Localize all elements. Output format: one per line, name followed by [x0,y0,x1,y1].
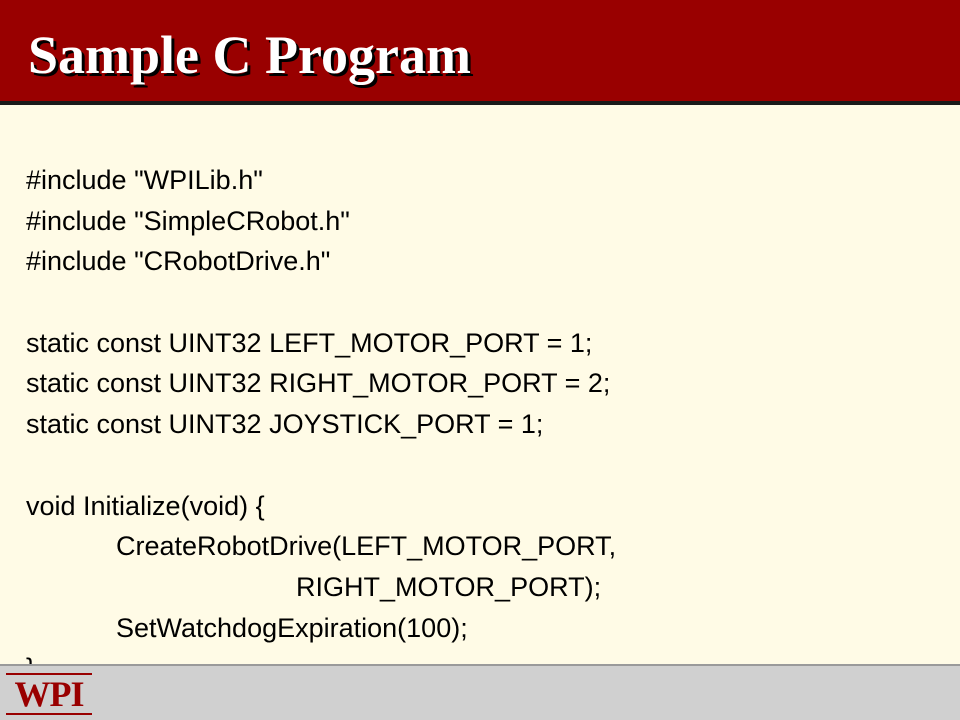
code-line [26,282,936,323]
code-line: SetWatchdogExpiration(100); [26,612,468,643]
code-line: CreateRobotDrive(LEFT_MOTOR_PORT, [26,531,617,562]
code-line: #include "SimpleCRobot.h" [26,205,350,236]
wpi-logo: WPI [6,669,92,717]
logo-rule-top [6,673,92,675]
code-line: static const UINT32 LEFT_MOTOR_PORT = 1; [26,327,593,358]
code-line: static const UINT32 JOYSTICK_PORT = 1; [26,409,544,440]
code-block: #include "WPILib.h" #include "SimpleCRob… [26,160,936,689]
code-line [26,445,936,486]
logo-text: WPI [14,674,85,714]
code-line: #include "CRobotDrive.h" [26,246,331,277]
code-line: RIGHT_MOTOR_PORT); [26,571,602,602]
slide-title: Sample C Program [28,25,471,85]
logo-rule-bottom [6,713,92,715]
code-line: static const UINT32 RIGHT_MOTOR_PORT = 2… [26,368,611,399]
footer: WPI [0,664,960,720]
code-line: #include "WPILib.h" [26,165,263,195]
code-line: void Initialize(void) { [26,490,265,521]
title-bar: Sample C Program [0,0,960,105]
